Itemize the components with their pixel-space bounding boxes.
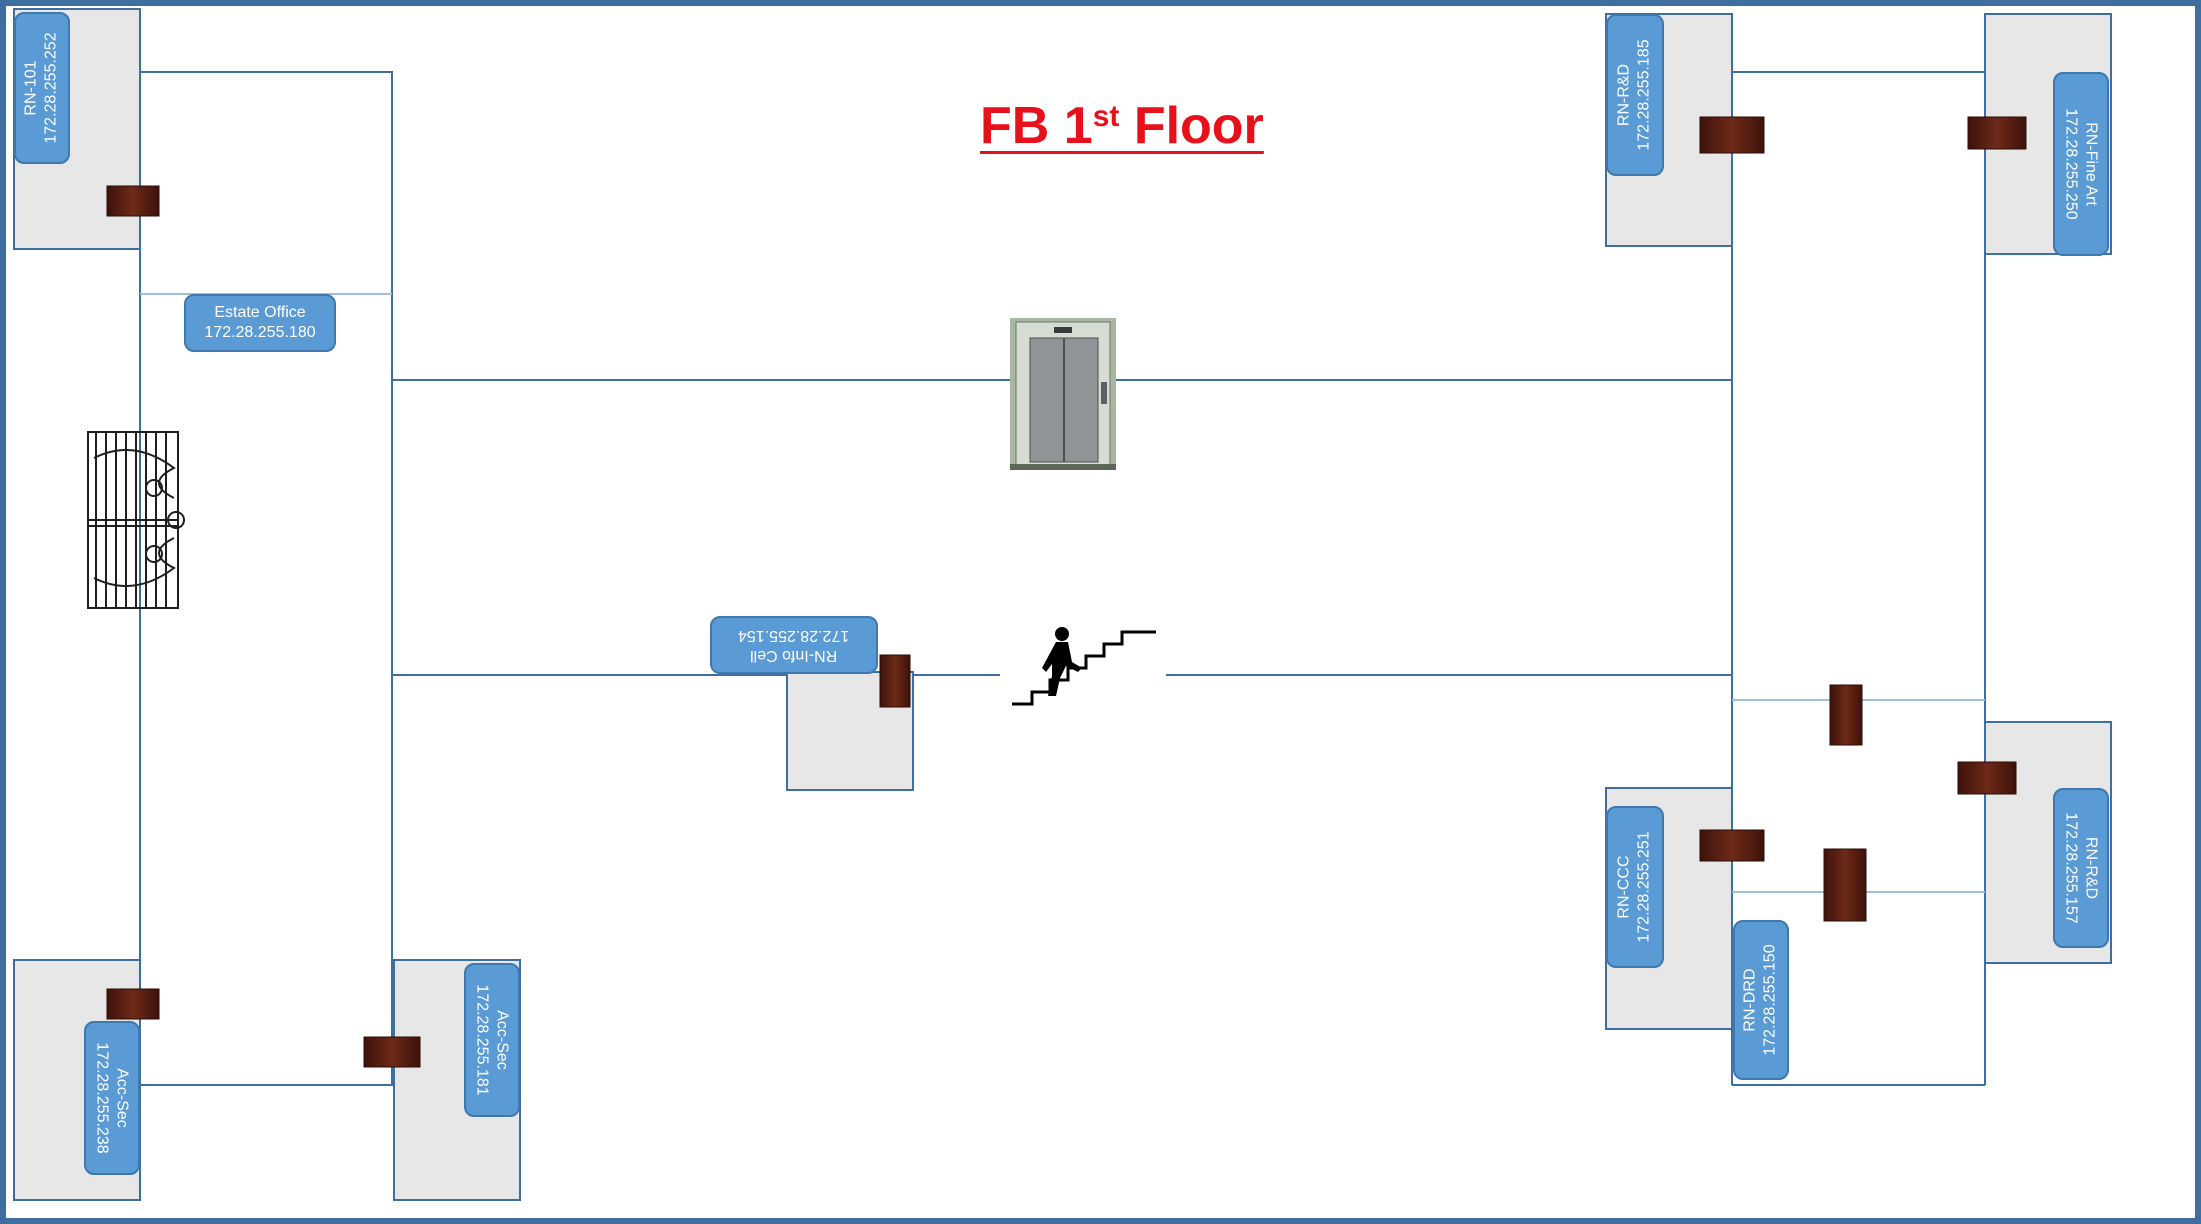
elevator-icon: [1010, 318, 1116, 470]
gate-icon: [87, 431, 185, 609]
stairs-icon: [1012, 627, 1156, 706]
door-icon: [106, 116, 2027, 1068]
page-title: FB 1st Floor: [980, 97, 1264, 155]
estate-office-block: [139, 71, 393, 1086]
